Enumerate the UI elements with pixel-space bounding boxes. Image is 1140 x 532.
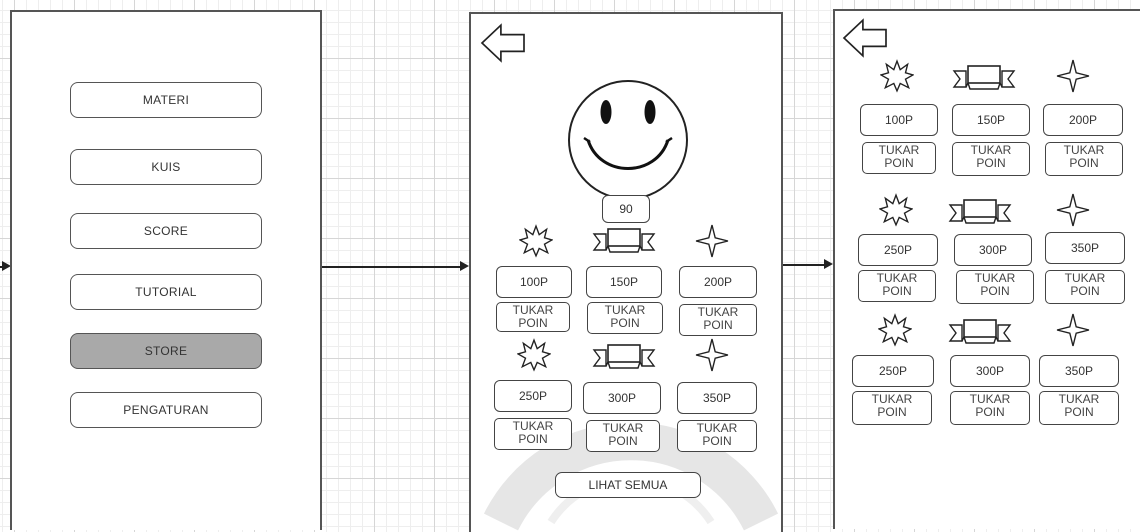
redeem-label: POIN xyxy=(957,285,1033,298)
four-point-star-icon xyxy=(1056,313,1090,347)
four-point-star-icon xyxy=(1056,59,1090,93)
see-all-button[interactable]: LIHAT SEMUA xyxy=(555,472,701,498)
redeem-label: POIN xyxy=(680,319,756,332)
redeem-label: POIN xyxy=(495,433,571,446)
redeem-label: POIN xyxy=(853,406,931,419)
score-button[interactable]: SCORE xyxy=(70,213,262,249)
price-200p: 200P xyxy=(1043,104,1123,136)
four-point-star-icon xyxy=(1056,193,1090,227)
tutorial-button[interactable]: TUTORIAL xyxy=(70,274,262,310)
redeem-label: POIN xyxy=(1046,157,1122,170)
connector-line-menu-to-home xyxy=(322,266,462,268)
redeem-label: POIN xyxy=(951,406,1029,419)
back-arrow-icon[interactable] xyxy=(479,22,527,64)
score-badge: 90 xyxy=(602,195,650,223)
ribbon-banner-icon xyxy=(948,317,1012,347)
four-point-star-icon xyxy=(695,338,729,372)
redeem-label: POIN xyxy=(587,435,659,448)
redeem-label: POIN xyxy=(497,317,569,330)
price-300p: 300P xyxy=(583,382,661,414)
price-300p: 300P xyxy=(954,234,1032,266)
redeem-label: POIN xyxy=(678,435,756,448)
pengaturan-button[interactable]: PENGATURAN xyxy=(70,392,262,428)
ribbon-banner-icon xyxy=(952,63,1016,93)
redeem-label: POIN xyxy=(863,157,935,170)
materi-button[interactable]: MATERI xyxy=(70,82,262,118)
price-250p: 250P xyxy=(494,380,572,412)
price-300p: 300P xyxy=(950,355,1030,387)
connector-arrowhead-home-to-store xyxy=(824,259,833,269)
ribbon-banner-icon xyxy=(592,226,656,256)
back-arrow-icon[interactable] xyxy=(841,17,889,59)
price-200p: 200P xyxy=(679,266,757,298)
redeem-label: POIN xyxy=(1046,285,1124,298)
ribbon-banner-icon xyxy=(592,342,656,372)
redeem-label: POIN xyxy=(953,157,1029,170)
starburst-icon xyxy=(517,338,551,372)
price-150p: 150P xyxy=(952,104,1030,136)
price-100p: 100P xyxy=(860,104,938,136)
kuis-button[interactable]: KUIS xyxy=(70,149,262,185)
starburst-icon xyxy=(880,59,914,93)
price-350p: 350P xyxy=(677,382,757,414)
price-250p: 250P xyxy=(852,355,934,387)
four-point-star-icon xyxy=(695,224,729,258)
redeem-label: POIN xyxy=(588,317,662,330)
price-100p: 100P xyxy=(496,266,572,298)
price-250p: 250P xyxy=(858,234,938,266)
store-button[interactable]: STORE xyxy=(70,333,262,369)
price-150p: 150P xyxy=(586,266,662,298)
price-350p: 350P xyxy=(1045,232,1125,264)
price-350p: 350P xyxy=(1039,355,1119,387)
starburst-icon xyxy=(879,193,913,227)
main-menu-screen: MATERI KUIS SCORE TUTORIAL STORE PENGATU… xyxy=(10,10,322,530)
connector-line-home-to-store xyxy=(783,264,826,266)
ribbon-banner-icon xyxy=(948,197,1012,227)
redeem-label: POIN xyxy=(859,285,935,298)
smiley-avatar-icon xyxy=(566,78,690,202)
redeem-label: POIN xyxy=(1040,406,1118,419)
connector-arrowhead-menu-to-home xyxy=(460,261,469,271)
starburst-icon xyxy=(878,313,912,347)
starburst-icon xyxy=(519,224,553,258)
